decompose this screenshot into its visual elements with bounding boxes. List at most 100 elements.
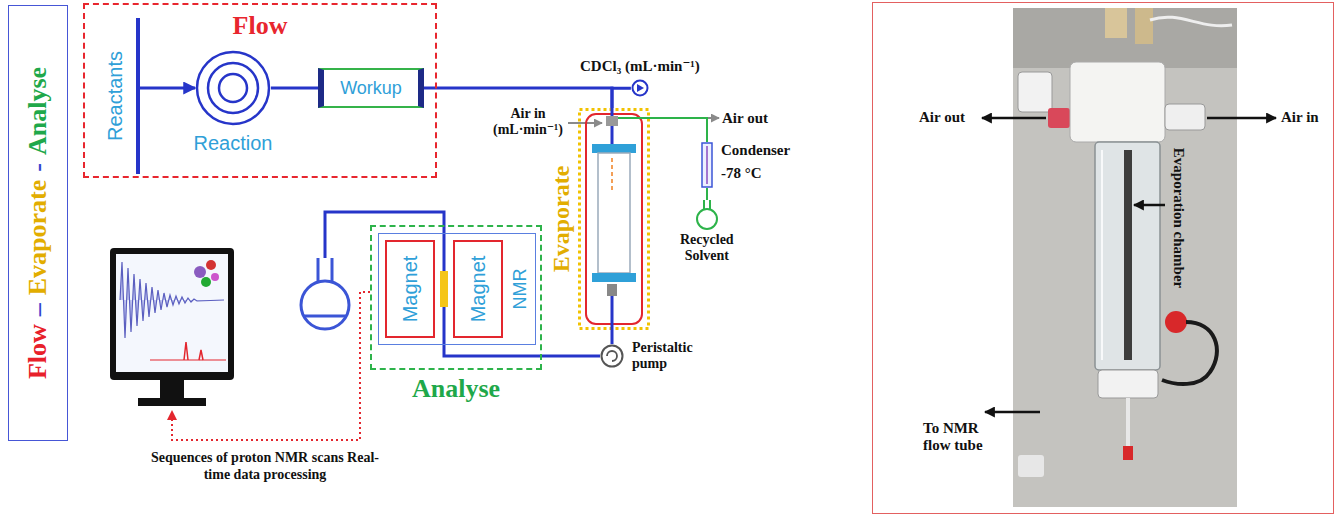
evaporate-region: Evaporate (578, 108, 650, 330)
condenser-label: Condenser (721, 142, 790, 159)
evaporate-outline (580, 110, 649, 329)
pump-icon (631, 79, 649, 97)
caption-note: Sequences of proton NMR scans Real-time … (140, 450, 390, 484)
reactor-label: Reaction (194, 132, 273, 155)
title-banner: Flow–Evaporate-Analyse (8, 5, 68, 441)
nmr-label: NMR (510, 269, 531, 310)
evaporator-column (578, 108, 650, 330)
column-cap (592, 273, 636, 282)
solvent-pump: CDCl₃ (mL·min⁻¹) (580, 58, 700, 97)
outlet-label: Air out (722, 110, 768, 127)
photo-tubing (1150, 17, 1232, 26)
pump-arrow (637, 84, 644, 92)
condenser-coil (706, 146, 708, 184)
photo-outlet-tip (1123, 446, 1133, 460)
reactor-coil: Reaction (194, 50, 273, 155)
photo-sticker (1018, 455, 1044, 477)
pump-body (632, 81, 647, 96)
photo-black-tubing (1162, 322, 1217, 384)
nmr-flow-tube (325, 212, 444, 345)
photo-fitting (1135, 8, 1153, 44)
magnet-box: Magnet (453, 240, 503, 338)
coil-ring (197, 52, 269, 124)
pump-rotor (607, 351, 617, 361)
condenser: Condenser -78 °C (701, 142, 790, 188)
photo-air-in-port (1165, 104, 1205, 130)
photo-bottom-fitting (1098, 370, 1158, 398)
flow-line (140, 87, 195, 90)
photo-chamber (1095, 142, 1160, 370)
edge-layer (140, 88, 707, 356)
pump-label: Peristaltic pump (632, 340, 693, 372)
photo-block (1018, 72, 1052, 112)
workup-box: Workup (318, 68, 424, 108)
workup-label: Workup (340, 78, 402, 99)
flask-bulb (697, 209, 717, 229)
flask-label: Recycled Solvent (680, 232, 734, 264)
column-cap (592, 144, 636, 153)
fid-signal (120, 262, 224, 338)
drip-line (611, 158, 613, 190)
heater-jacket (586, 114, 642, 324)
recycle-flask: Recycled Solvent (680, 200, 734, 264)
nmr-box: NMR Magnet Magnet (378, 233, 536, 345)
photo-fitting (1105, 8, 1127, 38)
magnet-label: Magnet (467, 256, 490, 323)
flask-icon (692, 200, 722, 230)
region-heading: Analyse (372, 374, 540, 404)
photo-inner-tube (1124, 150, 1132, 360)
banner-text: Flow–Evaporate-Analyse (23, 67, 53, 379)
photo-callout: To NMR flow tube (923, 420, 1003, 455)
condenser-body (702, 143, 712, 187)
photo-red-cap (1165, 311, 1187, 333)
leader-arrow (1207, 117, 1276, 120)
photo-ground (1013, 8, 1237, 507)
glass-tube (598, 153, 630, 273)
photo-glass-glint (1101, 150, 1103, 360)
analyse-region: AnalyseNMRMagnetMagnet (370, 225, 542, 370)
coil-ring (219, 74, 247, 102)
pump-body (602, 346, 623, 367)
region-heading: Evaporate (548, 166, 576, 273)
photo-outlet-tube (1126, 398, 1130, 448)
flask-bulb (301, 281, 349, 329)
molecule-atom (194, 266, 206, 278)
reagent-feed: Reactants (98, 18, 140, 174)
flow-line (271, 87, 318, 90)
flow-line (444, 345, 600, 356)
photo-callout: Air in (1281, 109, 1319, 126)
peristaltic-pump-icon (600, 344, 624, 368)
molecule-atom (201, 277, 211, 287)
air-out-arrow (707, 117, 719, 119)
molecule-atom (206, 260, 216, 270)
air-outlet (618, 117, 650, 119)
coil-ring (208, 63, 258, 113)
monitor-screen (116, 254, 228, 372)
monitor-neck (160, 380, 184, 398)
peristaltic-pump: Peristaltic pump (600, 340, 693, 372)
collection-flask (301, 258, 349, 329)
flask-neck (317, 258, 320, 283)
air-line (706, 188, 708, 200)
reagent-label: Reactants (104, 51, 127, 141)
magnet-box: Magnet (385, 240, 435, 338)
leader-arrow (985, 411, 1040, 414)
air-line (650, 118, 707, 142)
photo-air-out-port (1048, 108, 1070, 128)
monitor-frame (110, 248, 234, 380)
photo-panel: Air outAir inEvaporation chamberTo NMR f… (872, 2, 1334, 514)
banner-word: Flow (23, 324, 52, 379)
molecule-atom (211, 273, 219, 281)
air-in-arrow (568, 122, 602, 124)
flask-neck (331, 258, 334, 283)
outlet-tube (611, 296, 614, 330)
condenser-label: -78 °C (721, 165, 790, 182)
tubing-layer (325, 212, 448, 345)
apparatus-photo (1013, 8, 1237, 507)
leader-arrow (982, 117, 1046, 120)
data-link-line (172, 292, 370, 440)
banner-word: – (23, 303, 52, 316)
